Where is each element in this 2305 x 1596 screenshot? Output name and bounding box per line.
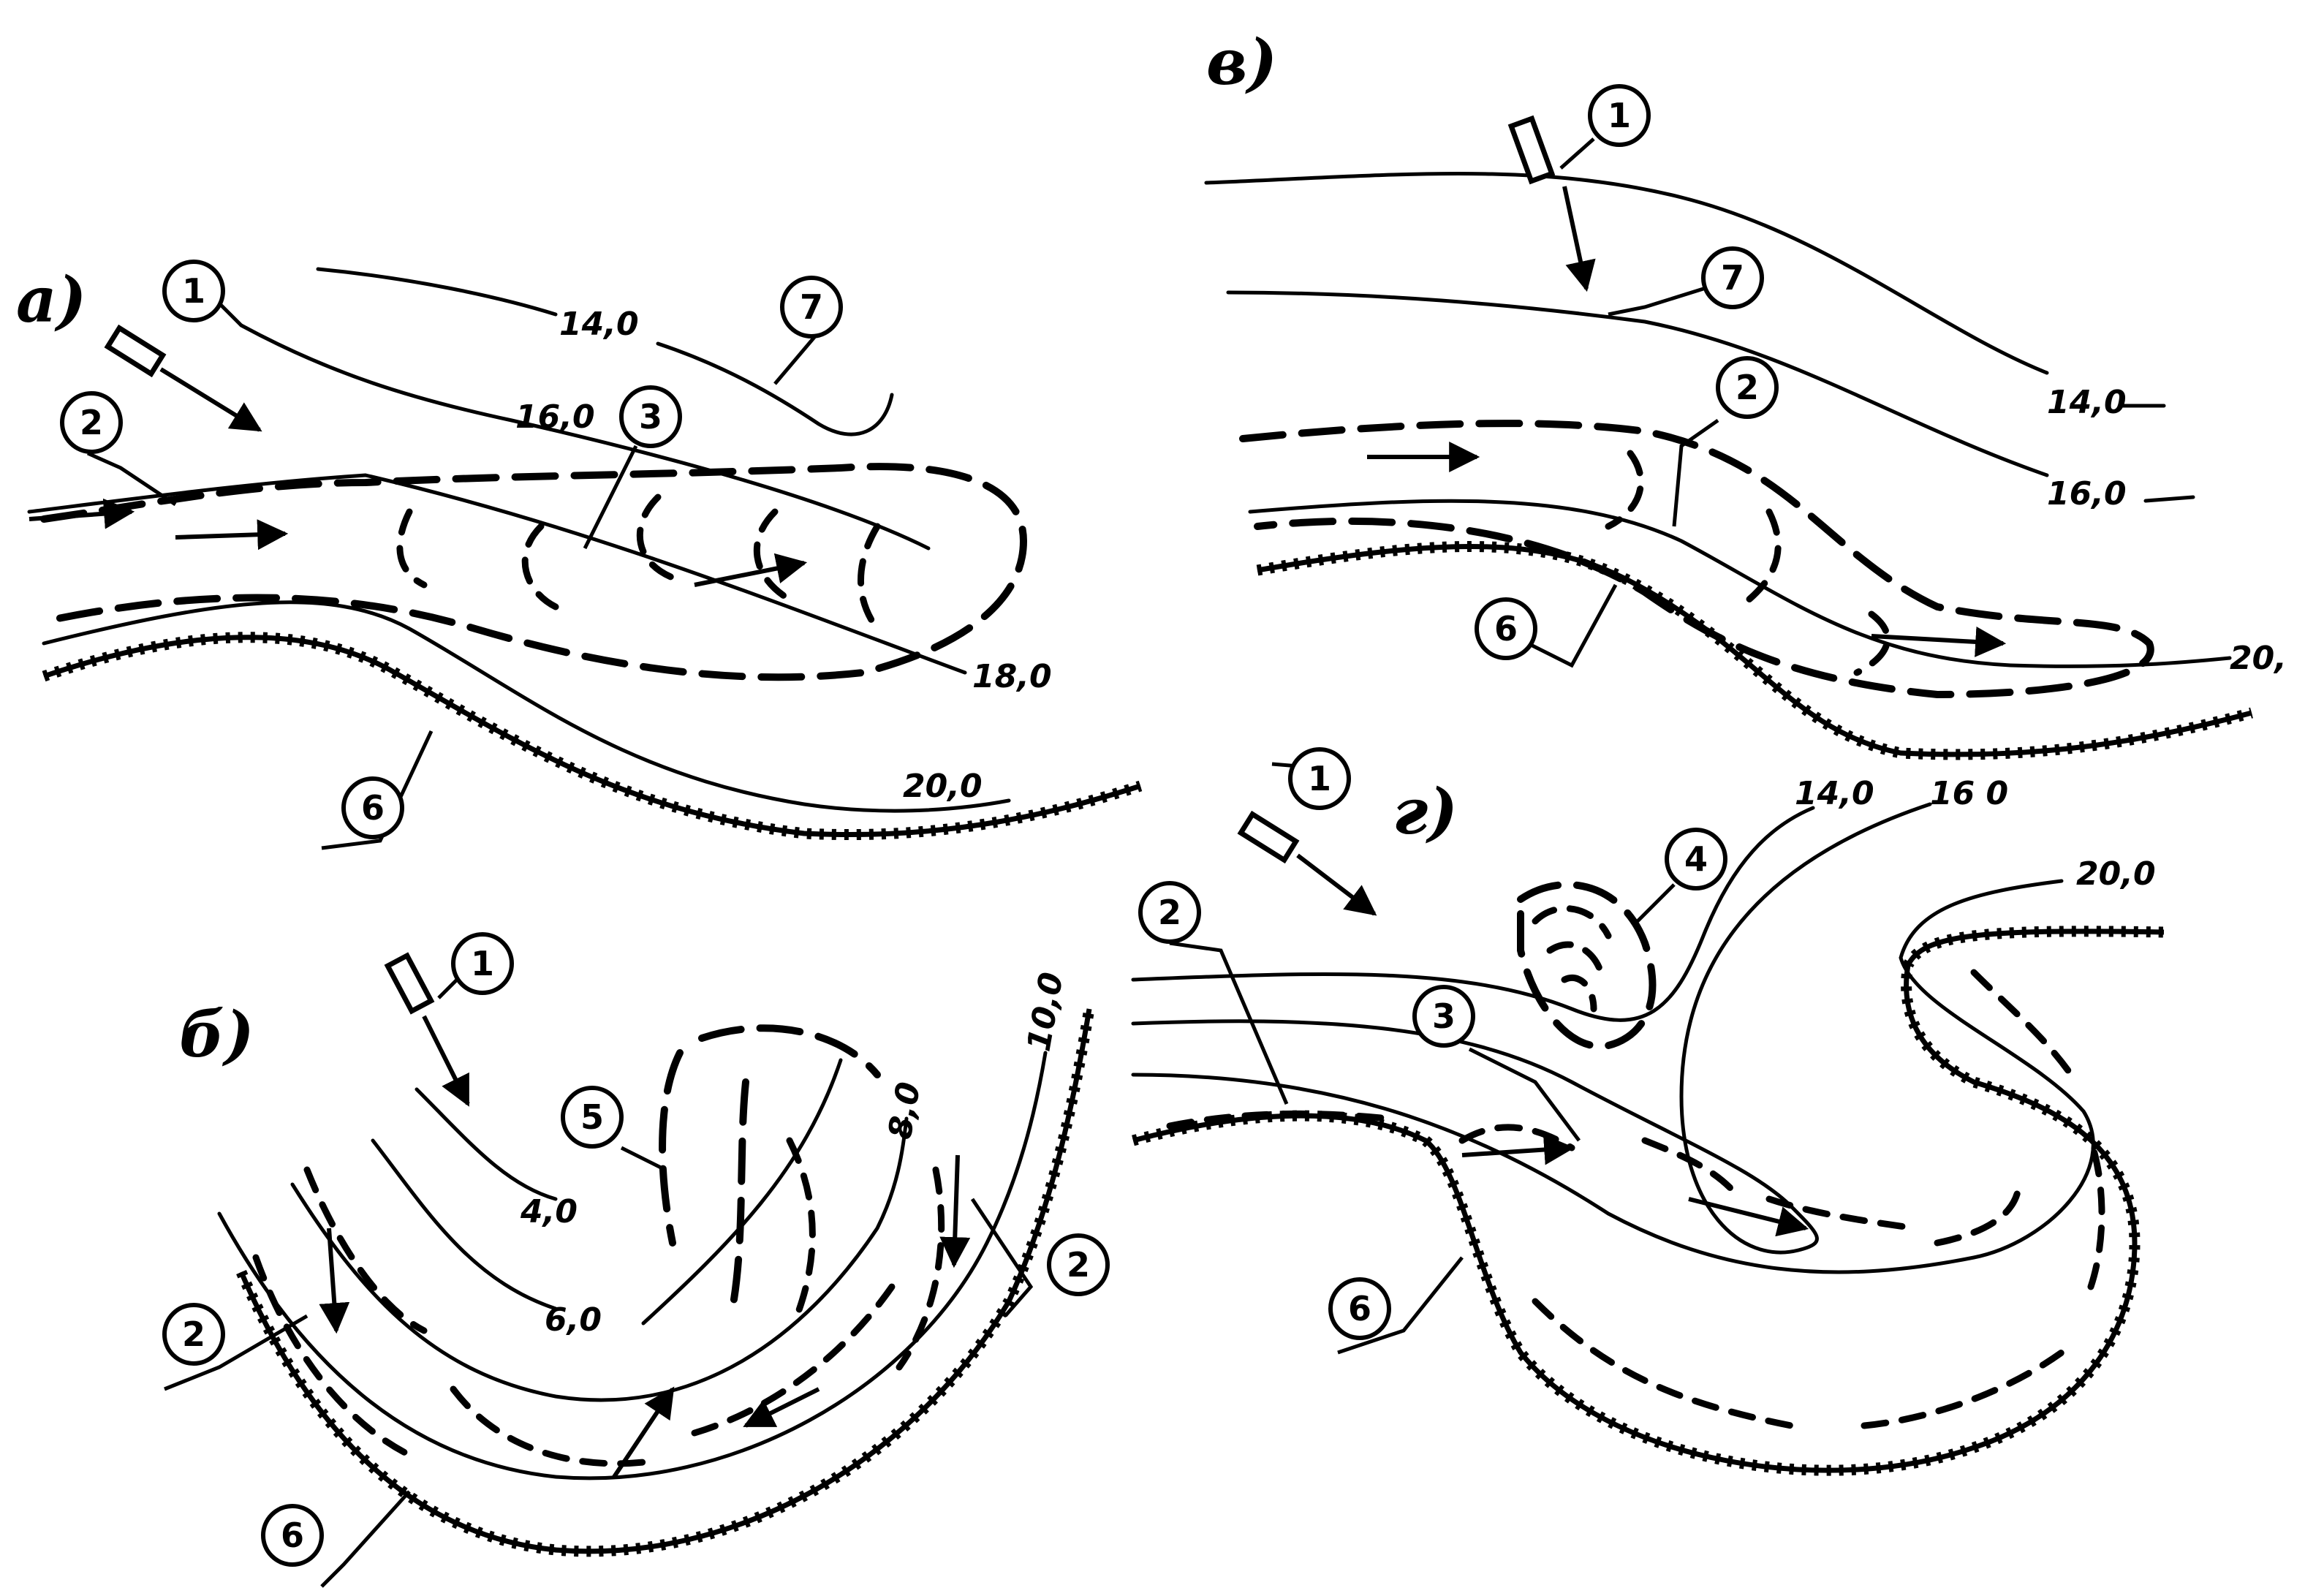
eddy-swirls — [1608, 453, 1888, 673]
marker-g3-label: 3 — [1432, 996, 1456, 1036]
marker-g1-label: 1 — [1308, 759, 1331, 798]
leader-a3 — [585, 446, 636, 548]
depth-label-20: 20, — [2230, 640, 2287, 677]
eddy-swirls — [400, 497, 877, 629]
leader-b5 — [621, 1148, 665, 1170]
marker-g6-label: 6 — [1348, 1289, 1371, 1328]
depth-label-20: 20,0 — [2076, 855, 2156, 893]
depth-label-14: 14,0 — [2047, 384, 2127, 421]
marker-v7-label: 7 — [1721, 258, 1744, 298]
depth-label-8: 8,0 — [882, 1079, 928, 1142]
leader-a7 — [775, 336, 815, 384]
marker-a7-label: 7 — [800, 287, 823, 327]
current-arrow-icon — [175, 534, 285, 537]
depth-label-10: 10,0 — [1021, 969, 1071, 1054]
leader-g4 — [1638, 885, 1674, 921]
depth-label-4: 4,0 — [520, 1193, 578, 1230]
leader-a2 — [88, 453, 175, 504]
current-arrow-icon — [1462, 1148, 1572, 1155]
marker-b2-right-label: 2 — [1067, 1245, 1090, 1285]
marker-g2-label: 2 — [1158, 893, 1181, 932]
depth-contour-14 — [318, 269, 556, 314]
panel-v-letter: в) — [1206, 26, 1277, 99]
panel-v: в) 14,0 16,0 20, 1 7 2 6 — [1206, 26, 2287, 754]
current-arrow-icon — [954, 1155, 958, 1265]
leader-g3 — [1469, 1049, 1579, 1141]
wave-direction-arrow-icon — [1511, 118, 1586, 289]
marker-v6-label: 6 — [1494, 609, 1518, 648]
wave-direction-arrow-icon — [1241, 814, 1374, 914]
panel-b-letter: б) — [179, 998, 254, 1072]
depth-label-18: 18,0 — [972, 658, 1052, 695]
marker-a6-label: 6 — [361, 788, 385, 828]
panel-g: г) 14,0 16 0 20,0 1 2 3 4 6 — [1133, 749, 2164, 1470]
panel-a: а) 14,0 16,0 18,0 20,0 1 2 3 6 — [16, 262, 1140, 848]
leader-v7 — [1608, 289, 1703, 314]
panel-a-letter: а) — [16, 263, 86, 337]
depth-label-16: 16 0 — [1930, 775, 2008, 812]
rip-current-outline — [1521, 885, 1652, 1046]
wave-direction-arrow-icon — [107, 328, 260, 430]
marker-a1-label: 1 — [182, 271, 205, 311]
eddy-swirls — [1170, 909, 2102, 1426]
leader-v2 — [1674, 420, 1718, 526]
current-arrow-icon — [1871, 636, 2003, 643]
depth-label-6: 6,0 — [545, 1301, 602, 1339]
marker-b2-left-label: 2 — [182, 1315, 205, 1354]
depth-label-16: 16,0 — [515, 398, 595, 436]
depth-contour-16-tail — [2146, 497, 2193, 501]
depth-contour-20 — [1250, 501, 2230, 666]
leader-a1 — [219, 303, 241, 325]
marker-a3-label: 3 — [639, 397, 662, 436]
marker-b1-label: 1 — [471, 944, 494, 983]
marker-b5-label: 5 — [580, 1097, 604, 1137]
depth-label-14: 14,0 — [1795, 775, 1874, 812]
depth-label-16: 16,0 — [2047, 475, 2127, 513]
leader-b6 — [322, 1491, 409, 1586]
depth-contour-14-tail — [658, 344, 892, 434]
depth-contour-8 — [292, 1119, 907, 1400]
panel-g-letter: г) — [1393, 775, 1458, 849]
marker-b6-label: 6 — [281, 1516, 304, 1555]
current-arrow-icon — [694, 563, 804, 585]
depth-label-20: 20,0 — [903, 768, 983, 805]
marker-v2-label: 2 — [1736, 368, 1759, 407]
marker-v1-label: 1 — [1608, 96, 1631, 135]
depth-label-14: 14,0 — [559, 306, 639, 343]
panel-b: б) 4,0 6,0 8,0 10,0 1 2 2 5 — [164, 934, 1108, 1586]
depth-contour-14 — [1206, 174, 2047, 374]
leader-v1 — [1561, 139, 1594, 168]
marker-a2-label: 2 — [80, 403, 103, 442]
depth-contour-16 — [1228, 292, 2047, 475]
marker-g4-label: 4 — [1684, 839, 1708, 879]
depth-contour-4 — [417, 1089, 556, 1199]
depth-contour-16 — [241, 325, 928, 548]
leader-v6 — [1528, 585, 1616, 665]
